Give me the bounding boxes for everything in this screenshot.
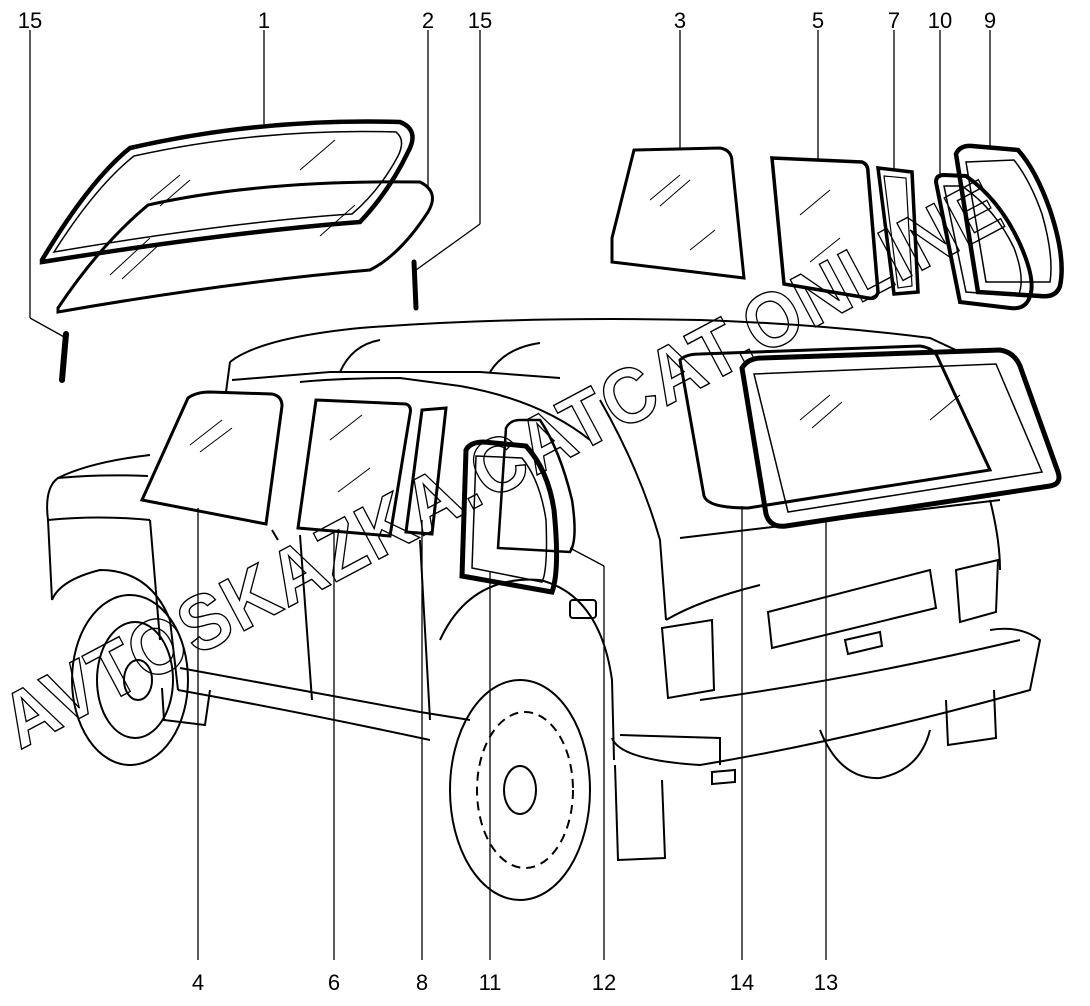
part-9-quarter-window-glass bbox=[953, 143, 1064, 299]
callout-7: 7 bbox=[888, 8, 900, 33]
callout-11: 11 bbox=[479, 970, 502, 995]
callout-13: 13 bbox=[814, 970, 838, 995]
part-6-installed-rear-door-glass bbox=[296, 398, 412, 538]
callout-2: 2 bbox=[422, 8, 434, 33]
part-10-quarter-window-seal bbox=[933, 172, 1034, 311]
callout-3: 3 bbox=[674, 8, 686, 33]
callout-9: 9 bbox=[984, 8, 996, 33]
leader-lines bbox=[29, 30, 991, 960]
callout-4: 4 bbox=[192, 970, 204, 995]
callout-12: 12 bbox=[592, 970, 616, 995]
callout-14: 14 bbox=[730, 970, 754, 995]
part-8-installed-vent-glass bbox=[404, 406, 448, 536]
callout-8: 8 bbox=[416, 970, 428, 995]
part-3-front-door-glass bbox=[610, 146, 746, 280]
part-7-vent-glass bbox=[875, 166, 920, 296]
callout-6: 6 bbox=[328, 970, 340, 995]
callout-15-left: 15 bbox=[18, 8, 42, 33]
part-15-moulding-strip-right bbox=[411, 259, 419, 311]
part-11-installed-quarter-seal bbox=[459, 439, 560, 595]
callout-5: 5 bbox=[812, 8, 824, 33]
part-13-rear-glass-seal bbox=[739, 347, 1062, 529]
part-15-moulding-strip-left bbox=[59, 331, 69, 383]
part-12-installed-quarter-glass bbox=[496, 418, 576, 554]
callout-10: 10 bbox=[928, 8, 952, 33]
vehicle-body-outline bbox=[46, 318, 1042, 901]
part-5-rear-door-glass bbox=[770, 156, 880, 301]
part-4-installed-front-door-glass bbox=[139, 390, 284, 526]
part-2-windshield-glass bbox=[56, 180, 434, 314]
callout-1: 1 bbox=[258, 8, 270, 33]
callout-15-right: 15 bbox=[468, 8, 492, 33]
watermark-text: AVTOSKAZKA.CATCAT.ONLINE bbox=[0, 162, 1017, 766]
part-1-windshield-seal bbox=[39, 119, 415, 265]
